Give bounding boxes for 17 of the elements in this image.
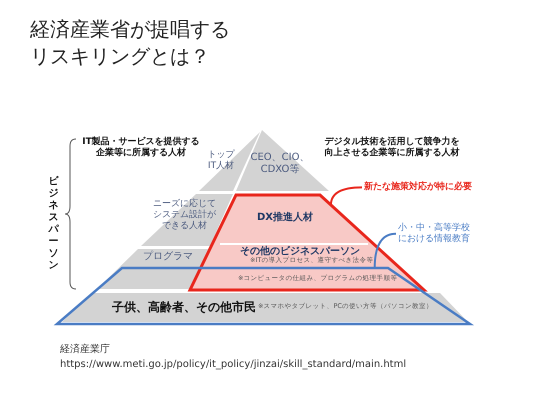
leader-line: [330, 186, 362, 206]
title: 経済産業省が提唱するリスキリングとは？: [30, 16, 231, 70]
callout-text: 新たな施策対応が特に必要: [364, 182, 476, 193]
group-heading: IT製品・サービスを提供する企業等に所属する人材: [81, 137, 201, 159]
group-heading: デジタル技術を活用して競争力を向上させる企業等に所属する人材: [324, 137, 460, 159]
tier-label: 子供、高齢者、その他市民: [112, 300, 256, 314]
source-link: https://www.meti.go.jp/policy/it_policy/jinzai/skill_standard/main.html: [60, 359, 406, 371]
tier-label: DX推進人材: [245, 212, 325, 224]
leader-line: [374, 232, 396, 268]
tier-label: ニーズに応じてシステム設計ができる人材: [152, 199, 217, 232]
tier-label: その他のビジネスパーソン: [240, 246, 360, 257]
callout-text: 小・中・高等学校における情報教育: [398, 223, 476, 245]
tier-label: トップIT人材: [206, 150, 236, 172]
source-text: 経済産業庁: [60, 344, 110, 356]
bracket-label: ビジネスパーソン: [48, 176, 59, 272]
tier-label: プログラマ: [142, 251, 194, 263]
tier-label: CEO、CIO、CDXO等: [250, 152, 310, 176]
